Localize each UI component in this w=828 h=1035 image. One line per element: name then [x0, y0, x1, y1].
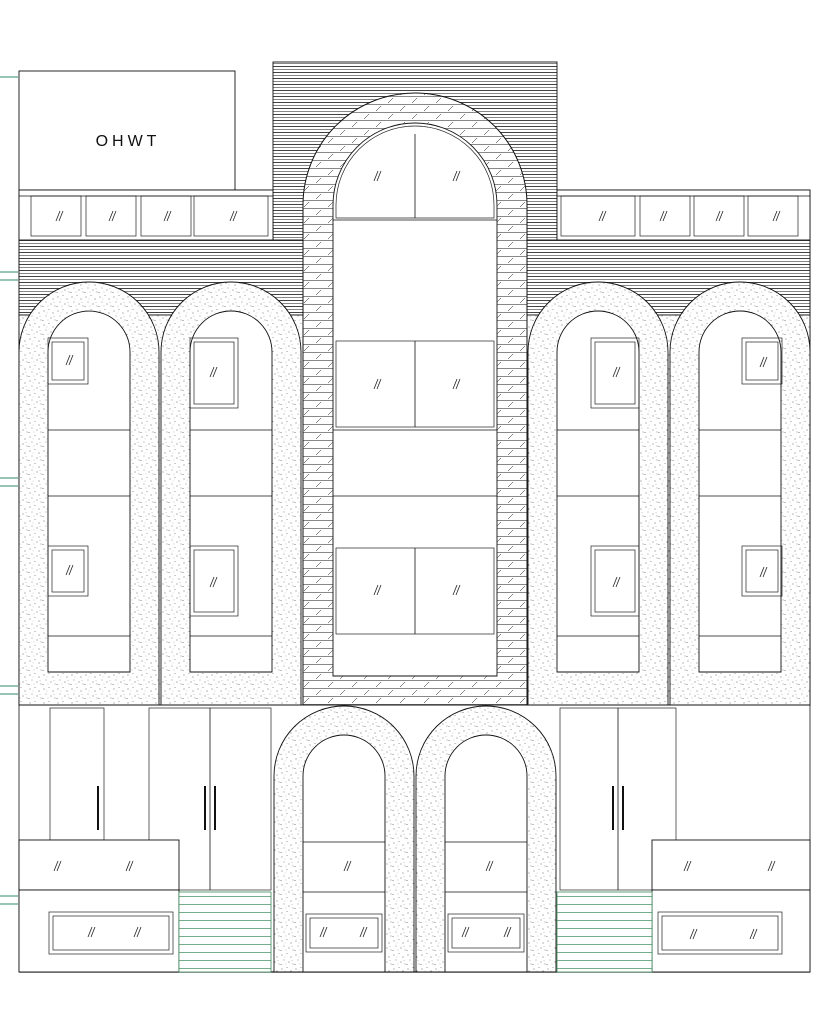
glass-tick: [772, 210, 778, 222]
glass-tick: [90, 926, 96, 938]
overhead-water-tank: OHWT: [18, 70, 236, 191]
glass-tick: [452, 584, 458, 596]
glass-tick: [87, 926, 93, 938]
glass-tick: [692, 928, 698, 940]
glass-tick: [775, 210, 781, 222]
glass-tick: [209, 366, 215, 378]
ground-block-right: [651, 839, 811, 973]
roof-railing-right: [556, 189, 811, 241]
glass-tick: [68, 354, 74, 366]
glass-tick: [455, 170, 461, 182]
glass-tick: [125, 860, 131, 872]
glass-tick: [65, 564, 71, 576]
glass-tick: [767, 860, 773, 872]
glass-tick: [373, 170, 379, 182]
glass-tick: [598, 210, 604, 222]
glass-tick: [455, 378, 461, 390]
glass-tick: [612, 576, 618, 588]
entrance-steps-right: [556, 891, 653, 973]
glass-tick: [615, 366, 621, 378]
glass-tick: [376, 584, 382, 596]
glass-tick: [770, 860, 776, 872]
central-arch-tower: [302, 92, 528, 706]
glass-tick: [209, 576, 215, 588]
glass-tick: [319, 926, 325, 938]
glass-tick: [659, 210, 665, 222]
tank-label: OHWT: [96, 133, 161, 150]
glass-reflection-marks: [53, 170, 781, 940]
glass-tick: [376, 378, 382, 390]
glass-tick: [346, 860, 352, 872]
glass-tick: [343, 860, 349, 872]
glass-tick: [133, 926, 139, 938]
glass-tick: [163, 210, 169, 222]
glass-tick: [718, 210, 724, 222]
glass-tick: [166, 210, 172, 222]
upper-arch-left-2: [160, 281, 302, 706]
ground-block-left: [18, 839, 180, 973]
glass-tick: [683, 860, 689, 872]
glass-tick: [749, 928, 755, 940]
glass-tick: [762, 356, 768, 368]
glass-tick: [68, 564, 74, 576]
glass-tick: [229, 210, 235, 222]
glass-tick: [108, 210, 114, 222]
glass-tick: [452, 378, 458, 390]
glass-tick: [136, 926, 142, 938]
glass-tick: [752, 928, 758, 940]
glass-tick: [762, 566, 768, 578]
glass-tick: [376, 170, 382, 182]
upper-arch-right-1: [527, 281, 669, 706]
roof-railing-left: [18, 189, 274, 241]
upper-arch-left-1: [18, 281, 160, 706]
glass-tick: [53, 860, 59, 872]
upper-arch-right-2: [669, 281, 811, 706]
glass-tick: [373, 378, 379, 390]
glass-tick: [212, 366, 218, 378]
ground-arch-right: [415, 705, 557, 973]
glass-tick: [111, 210, 117, 222]
glass-tick: [506, 926, 512, 938]
glass-tick: [373, 584, 379, 596]
glass-tick: [65, 354, 71, 366]
glass-tick: [461, 926, 467, 938]
glass-tick: [452, 170, 458, 182]
glass-tick: [689, 928, 695, 940]
glass-tick: [715, 210, 721, 222]
glass-tick: [488, 860, 494, 872]
glass-tick: [55, 210, 61, 222]
glass-tick: [362, 926, 368, 938]
glass-tick: [359, 926, 365, 938]
glass-tick: [232, 210, 238, 222]
glass-tick: [485, 860, 491, 872]
glass-tick: [212, 576, 218, 588]
glass-tick: [615, 576, 621, 588]
ground-doors-right: [559, 707, 677, 891]
glass-tick: [56, 860, 62, 872]
glass-tick: [58, 210, 64, 222]
glass-tick: [686, 860, 692, 872]
glass-tick: [128, 860, 134, 872]
glass-tick: [612, 366, 618, 378]
glass-tick: [601, 210, 607, 222]
level-marks: [0, 76, 18, 905]
glass-tick: [759, 356, 765, 368]
glass-tick: [503, 926, 509, 938]
glass-tick: [759, 566, 765, 578]
glass-tick: [455, 584, 461, 596]
glass-tick: [662, 210, 668, 222]
glass-tick: [464, 926, 470, 938]
ground-arch-left: [273, 705, 415, 973]
glass-tick: [322, 926, 328, 938]
entrance-steps-left: [178, 891, 272, 973]
